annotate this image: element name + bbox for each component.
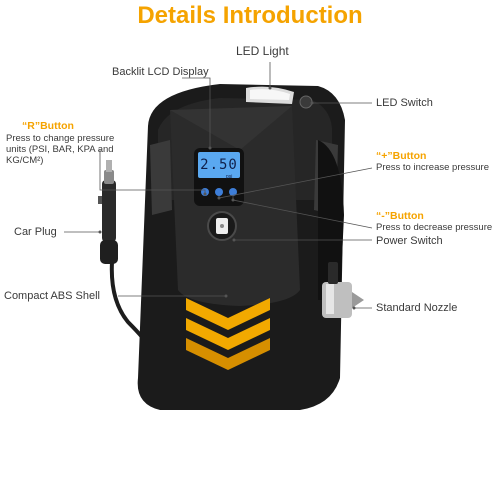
label-r-button: “R”Button: [22, 120, 74, 132]
page-title: Details Introduction: [137, 2, 363, 29]
led-switch-button: [299, 95, 313, 109]
label-led-switch: LED Switch: [376, 97, 433, 109]
label-plus-button: “+”Button: [376, 150, 427, 162]
desc-r-button: Press to change pressure units (PSI, BAR…: [6, 133, 115, 166]
label-lcd-display: Backlit LCD Display: [112, 66, 209, 78]
car-plug: [98, 160, 118, 264]
label-power-switch: Power Switch: [376, 235, 443, 247]
desc-plus-button: Press to increase pressure: [376, 162, 489, 173]
desc-minus-button: Press to decrease pressure: [376, 222, 493, 233]
label-minus-button: “-”Button: [376, 210, 424, 222]
led-light-lens: [246, 86, 294, 104]
plus-button: [215, 188, 223, 196]
minus-button: [229, 188, 237, 196]
standard-nozzle: [322, 262, 364, 318]
label-led-light: LED Light: [236, 44, 289, 58]
lcd-reading: 2.50: [200, 157, 238, 173]
label-abs-shell: Compact ABS Shell: [4, 290, 100, 302]
chevron-decoration: [186, 298, 270, 370]
label-car-plug: Car Plug: [14, 226, 57, 238]
label-nozzle: Standard Nozzle: [376, 302, 458, 314]
lcd-unit: psi: [226, 174, 233, 180]
lcd-screen: [198, 152, 240, 178]
